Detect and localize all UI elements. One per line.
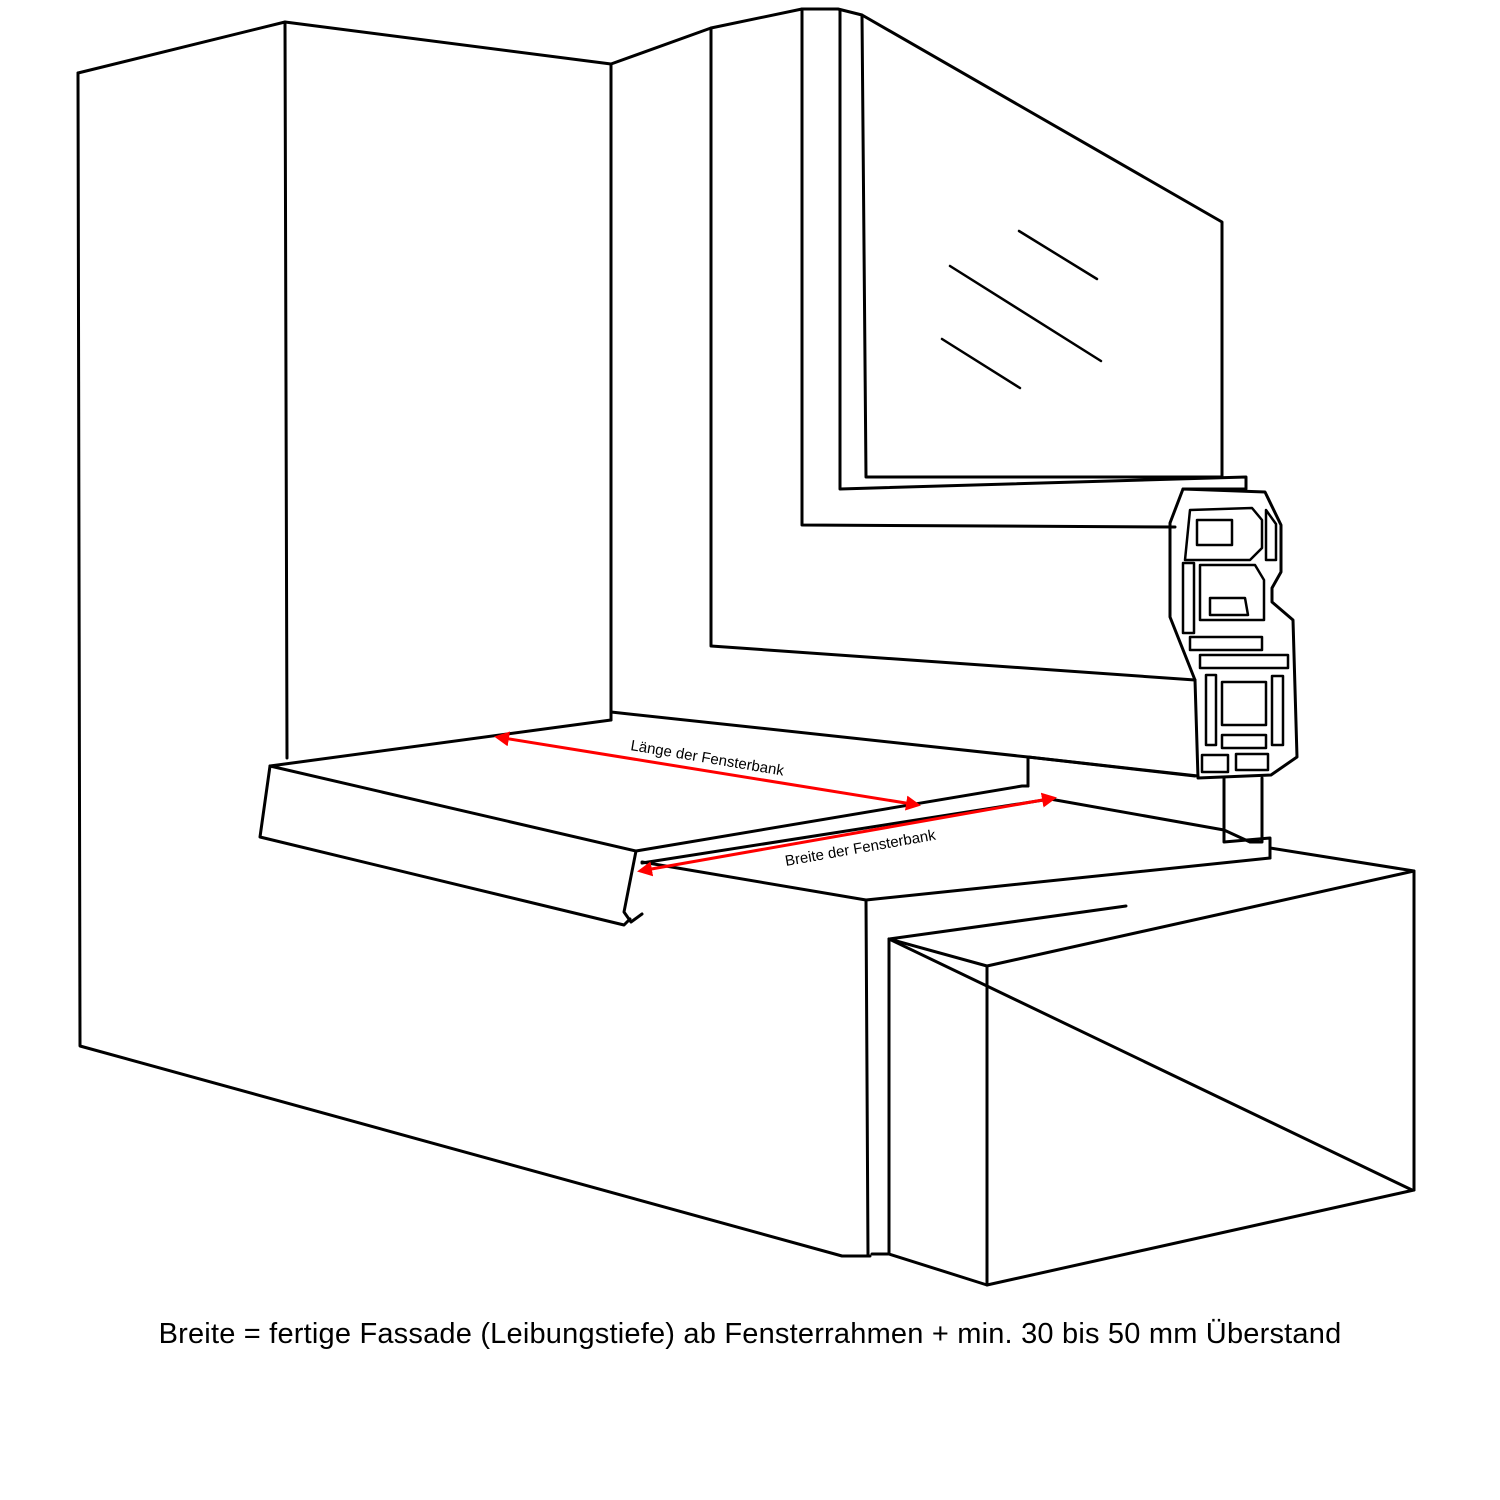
width-dimension: Breite der Fensterbank xyxy=(637,792,1057,877)
outer-wall xyxy=(76,20,872,1258)
glass-reflection xyxy=(940,229,1103,390)
length-dimension: Länge der Fensterbank xyxy=(494,731,921,811)
length-dimension-label: Länge der Fensterbank xyxy=(629,737,785,779)
exterior-sill-block xyxy=(640,797,1416,1287)
length-dimension-arrow xyxy=(494,731,921,811)
width-dimension-arrow xyxy=(637,792,1057,877)
window-frame xyxy=(609,7,1248,788)
caption: Breite = fertige Fassade (Leibungstiefe)… xyxy=(158,1318,1342,1350)
window-profile-section xyxy=(1168,487,1299,780)
frame-connector xyxy=(1222,776,1272,860)
